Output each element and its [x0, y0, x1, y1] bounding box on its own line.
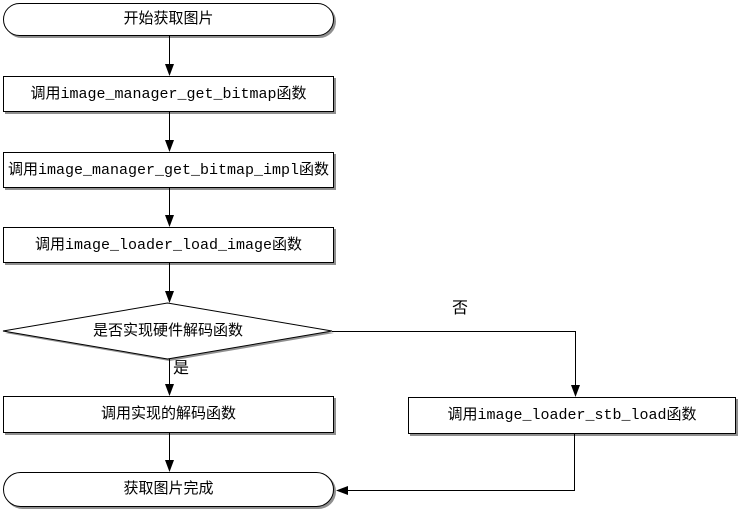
node-call-impl-decode-label: 调用实现的解码函数: [100, 406, 236, 423]
node-call-load-image-label: 调用image_loader_load_image函数: [34, 236, 303, 254]
connector-get-bitmap-to-impl: [165, 112, 174, 152]
connector-impl-to-load-image: [165, 188, 174, 227]
arrowhead-down-icon: [165, 460, 174, 472]
arrowhead-down-icon: [571, 385, 580, 397]
edge-label-yes: 是: [173, 360, 190, 378]
node-call-get-bitmap-impl-label: 调用image_manager_get_bitmap_impl函数: [7, 161, 330, 179]
arrowhead-down-icon: [165, 291, 174, 303]
arrowhead-down-icon: [165, 215, 174, 227]
node-call-stb-load-label: 调用image_loader_stb_load函数: [447, 407, 697, 424]
connector-decision-no: [332, 331, 580, 397]
arrowhead-left-icon: [336, 486, 348, 495]
node-decision: 是否实现硬件解码函数: [3, 303, 333, 359]
edge-label-no: 否: [452, 300, 469, 318]
arrowhead-down-icon: [165, 64, 174, 76]
node-start: 开始获取图片: [3, 3, 334, 36]
node-call-get-bitmap-impl: 调用image_manager_get_bitmap_impl函数: [3, 152, 334, 188]
node-decision-label: 是否实现硬件解码函数: [92, 322, 243, 340]
node-end: 获取图片完成: [3, 472, 334, 507]
node-call-get-bitmap-label: 调用image_manager_get_bitmap函数: [30, 85, 307, 103]
node-start-label: 开始获取图片: [123, 11, 214, 28]
arrowhead-down-icon: [165, 140, 174, 152]
node-call-get-bitmap: 调用image_manager_get_bitmap函数: [3, 76, 334, 112]
arrowhead-down-icon: [165, 384, 174, 396]
connector-stb-load-to-end: [336, 434, 575, 495]
connector-start-to-get-bitmap: [165, 36, 174, 76]
connector-load-image-to-decision: [165, 263, 174, 303]
node-end-label: 获取图片完成: [123, 481, 214, 498]
connector-impl-decode-to-end: [165, 433, 174, 472]
node-call-stb-load: 调用image_loader_stb_load函数: [408, 397, 736, 434]
node-call-impl-decode: 调用实现的解码函数: [3, 396, 334, 433]
node-call-load-image: 调用image_loader_load_image函数: [3, 227, 334, 263]
